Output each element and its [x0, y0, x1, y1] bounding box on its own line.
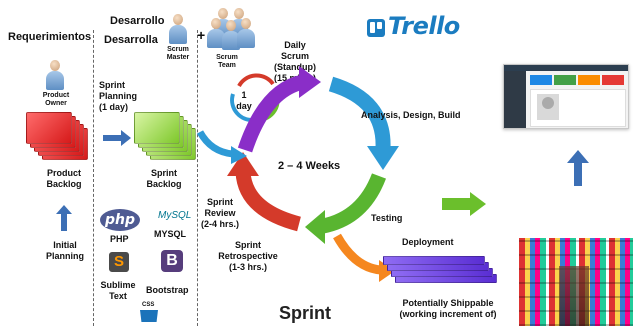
- scrum-master-icon: [169, 14, 187, 44]
- deployment-label: Deployment: [402, 237, 454, 247]
- analysis-label: Analysis, Design, Build: [361, 110, 461, 120]
- product-owner-icon: [46, 60, 64, 90]
- separator-left: [93, 30, 94, 326]
- one-day-label: 1 day: [236, 90, 252, 111]
- arrow-up-icon: [56, 205, 72, 231]
- php-logo: php: [100, 209, 140, 231]
- product-backlog-label: Product Backlog: [46, 168, 82, 189]
- dashboard-preview: [503, 64, 629, 129]
- potentially-shippable-label: Potentially Shippable (working increment…: [399, 298, 497, 319]
- initial-planning-label: Initial Planning: [46, 240, 84, 261]
- php-label: PHP: [110, 234, 129, 244]
- css-label: CSS: [142, 302, 155, 308]
- mysql-logo: MySQL: [158, 210, 192, 221]
- separator-right: [197, 30, 198, 326]
- arrow-up-right-icon: [567, 150, 589, 186]
- css3-logo: [140, 310, 158, 322]
- sublime-text-label: Sublime Text: [100, 280, 136, 301]
- duration-label: 2 – 4 Weeks: [278, 160, 341, 172]
- mysql-label: MYSQL: [154, 229, 187, 239]
- sublime-text-logo: S: [109, 252, 129, 272]
- trello-logo: [367, 19, 385, 37]
- sprint-title: Sprint: [279, 303, 331, 323]
- scrum-master-label: Scrum Master: [166, 46, 190, 61]
- scrum-team-label: Scrum Team: [216, 54, 238, 69]
- arrow-right-icon: [103, 130, 131, 146]
- requerimientos-title: Requerimientos: [8, 31, 92, 43]
- store-photo: [519, 238, 633, 326]
- sprint-planning-label: Sprint Planning (1 day): [99, 80, 137, 112]
- desarrolla-title: Desarrolla: [104, 34, 158, 46]
- sprint-backlog-label: Sprint Backlog: [146, 168, 182, 189]
- arrow-right-green-icon: [442, 192, 486, 216]
- sprint-review-label: Sprint Review (2-4 hrs.): [200, 197, 239, 229]
- bootstrap-label: Bootstrap: [146, 285, 189, 295]
- bootstrap-logo: B: [161, 250, 183, 272]
- product-owner-label: Product Owner: [42, 92, 70, 107]
- desarrollo-title: Desarrollo: [110, 15, 165, 27]
- trello-wordmark: Trello: [388, 12, 460, 40]
- testing-label: Testing: [371, 213, 403, 223]
- plus-sign: +: [197, 27, 206, 43]
- sprint-cycle-diagram: [196, 66, 399, 282]
- sprint-retrospective-label: Sprint Retrospective (1-3 hrs.): [218, 240, 278, 272]
